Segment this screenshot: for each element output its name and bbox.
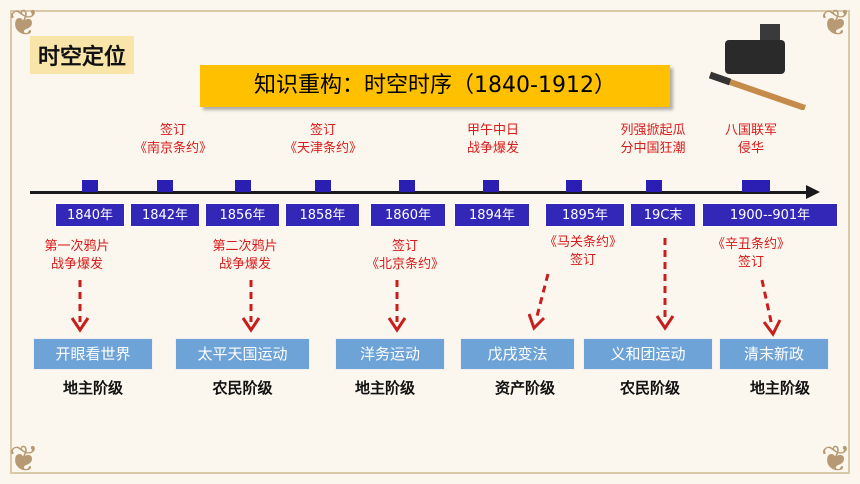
timeline-tick (157, 180, 173, 192)
event-line: 分中国狂潮 (620, 141, 686, 156)
event-line: 战争爆发 (218, 257, 271, 272)
event-1860: 签订《北京条约》 (350, 238, 460, 274)
event-1856: 第二次鸦片战争爆发 (190, 238, 300, 274)
event-line: 第一次鸦片 (44, 239, 110, 254)
decorative-frame (10, 10, 850, 474)
year-label: 19C末 (630, 203, 696, 227)
timeline-axis (30, 191, 810, 194)
arrow-down-icon (241, 280, 261, 333)
section-tag: 时空定位 (30, 36, 135, 74)
class-label: 地主阶级 (354, 379, 415, 397)
event-line: 八国联军 (724, 123, 777, 138)
timeline-tick (82, 180, 98, 192)
year-label: 1858年 (285, 203, 360, 227)
event-line: 《辛丑条约》 (711, 237, 790, 252)
arrow-down-icon (70, 280, 90, 333)
event-line: 战争爆发 (50, 257, 103, 272)
movement-box: 戊戌变法 (460, 338, 575, 370)
event-line: 《天津条约》 (283, 141, 362, 156)
year-label: 1895年 (545, 203, 625, 227)
event-line: 《北京条约》 (365, 257, 444, 272)
event-1900: 八国联军侵华 (706, 122, 796, 158)
class-label: 地主阶级 (749, 379, 810, 397)
event-line: 第二次鸦片 (212, 239, 278, 254)
class-label: 资产阶级 (494, 379, 555, 397)
event-1901: 《辛丑条约》签订 (696, 236, 806, 272)
timeline-tick (566, 180, 582, 192)
year-label: 1842年 (130, 203, 200, 227)
arrow-down-icon (387, 280, 407, 333)
corner-ornament-icon: ❦ (8, 439, 40, 480)
timeline-tick (646, 180, 662, 192)
event-1894: 甲午中日战争爆发 (443, 122, 543, 158)
event-line: 签订 (159, 123, 186, 138)
event-1895: 《马关条约》签订 (528, 234, 638, 270)
arrow-down-icon (528, 273, 550, 331)
year-label: 1894年 (454, 203, 530, 227)
event-line: 战争爆发 (466, 141, 519, 156)
year-label: 1856年 (205, 203, 280, 227)
event-line: 签订 (309, 123, 336, 138)
timeline-tick (483, 180, 499, 192)
year-label: 1900--901年 (702, 203, 838, 227)
year-label: 1840年 (55, 203, 125, 227)
movement-box: 开眼看世界 (33, 338, 153, 370)
year-label: 1860年 (370, 203, 446, 227)
corner-ornament-icon: ❦ (820, 439, 852, 480)
event-1858: 签订《天津条约》 (268, 122, 378, 158)
event-1840: 第一次鸦片战争爆发 (22, 238, 132, 274)
event-line: 列强掀起瓜 (620, 123, 686, 138)
movement-box: 太平天国运动 (175, 338, 310, 370)
corner-ornament-icon: ❦ (820, 3, 852, 44)
event-1842: 签订《南京条约》 (118, 122, 228, 158)
timeline-tick (235, 180, 251, 192)
movement-box: 义和团运动 (583, 338, 713, 370)
event-line: 签订 (737, 255, 764, 270)
movement-box: 洋务运动 (335, 338, 445, 370)
event-19c: 列强掀起瓜分中国狂潮 (598, 122, 708, 158)
event-line: 甲午中日 (466, 123, 519, 138)
event-line: 《南京条约》 (133, 141, 212, 156)
arrow-right-icon (806, 185, 820, 199)
movement-box: 清末新政 (719, 338, 829, 370)
arrow-down-icon (655, 238, 675, 331)
ink-brush-icon (708, 24, 806, 110)
timeline-tick (315, 180, 331, 192)
slide-title: 知识重构：时空时序（1840-1912） (200, 65, 670, 107)
event-line: 签订 (391, 239, 418, 254)
class-label: 农民阶级 (212, 379, 273, 397)
class-label: 农民阶级 (619, 379, 680, 397)
event-line: 签订 (569, 253, 596, 268)
timeline-tick (742, 180, 770, 192)
arrow-down-icon (760, 279, 782, 337)
class-label: 地主阶级 (62, 379, 123, 397)
event-line: 《马关条约》 (543, 235, 622, 250)
event-line: 侵华 (737, 141, 764, 156)
timeline-tick (399, 180, 415, 192)
